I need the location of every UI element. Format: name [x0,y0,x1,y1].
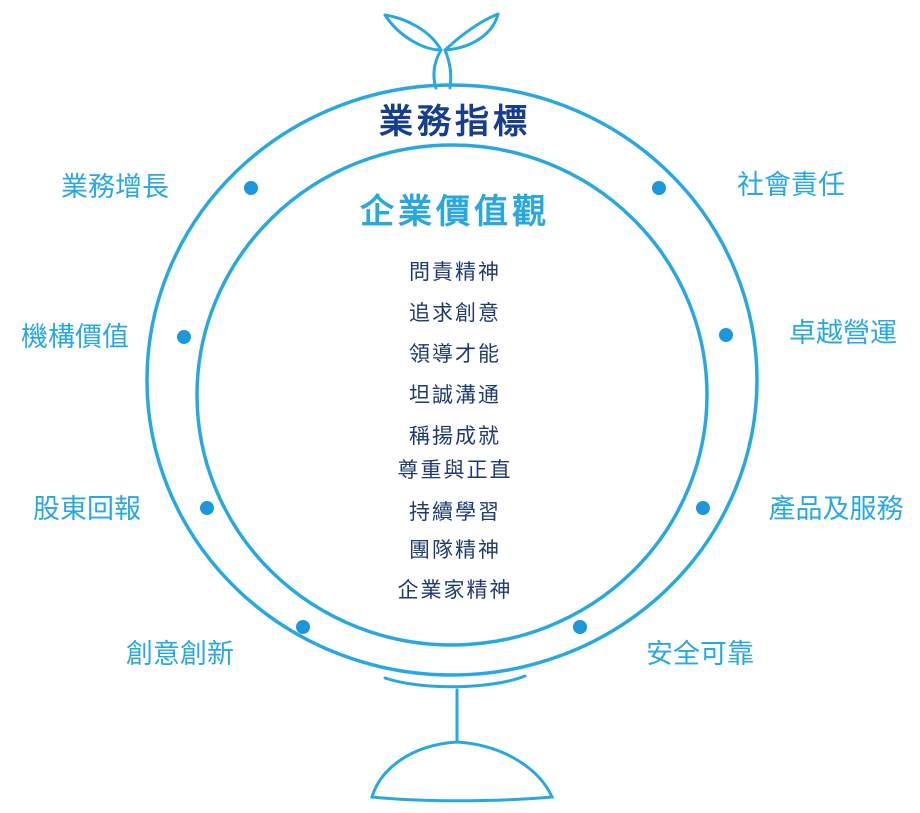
indicator-dots [177,181,733,634]
value-item: 持續學習 [409,500,501,524]
inner-ring [195,143,709,647]
dot-operational-excellence [719,328,733,342]
value-item: 坦誠溝通 [409,383,501,407]
value-item: 問責精神 [409,260,501,284]
globe-stand [370,674,555,803]
value-item: 尊重與正直 [398,458,513,482]
dot-shareholder-return [200,501,214,515]
indicator-business-growth: 業務增長 [61,172,169,203]
ring-title: 業務指標 [379,102,531,142]
right-indicators: 社會責任 卓越營運 產品及服務 安全可靠 [646,170,904,670]
dot-innovation [296,620,310,634]
indicator-shareholder-return: 股東回報 [33,494,141,525]
value-item: 稱揚成就 [409,424,501,448]
indicator-products-services: 產品及服務 [769,494,904,525]
indicator-operational-excellence: 卓越營運 [789,318,897,349]
dot-business-growth [244,181,258,195]
value-item: 領導才能 [409,342,501,366]
dot-products-services [696,501,710,515]
values-list: 問責精神 追求創意 領導才能 坦誠溝通 稱揚成就 尊重與正直 持續學習 團隊精神… [398,260,513,602]
value-item: 追求創意 [409,301,501,325]
indicator-innovation: 創意創新 [126,639,234,670]
dot-safety [573,620,587,634]
dot-social-responsibility [652,181,666,195]
indicator-institutional-value: 機構價值 [21,322,129,353]
outer-ring [145,83,759,677]
core-title: 企業價值觀 [360,192,550,232]
indicator-safety: 安全可靠 [646,639,754,670]
left-indicators: 業務增長 機構價值 股東回報 創意創新 [21,172,234,670]
sprout-icon [383,12,500,90]
indicator-social-responsibility: 社會責任 [737,170,845,201]
value-item: 團隊精神 [409,538,501,562]
dot-institutional-value [177,330,191,344]
value-item: 企業家精神 [398,578,513,602]
